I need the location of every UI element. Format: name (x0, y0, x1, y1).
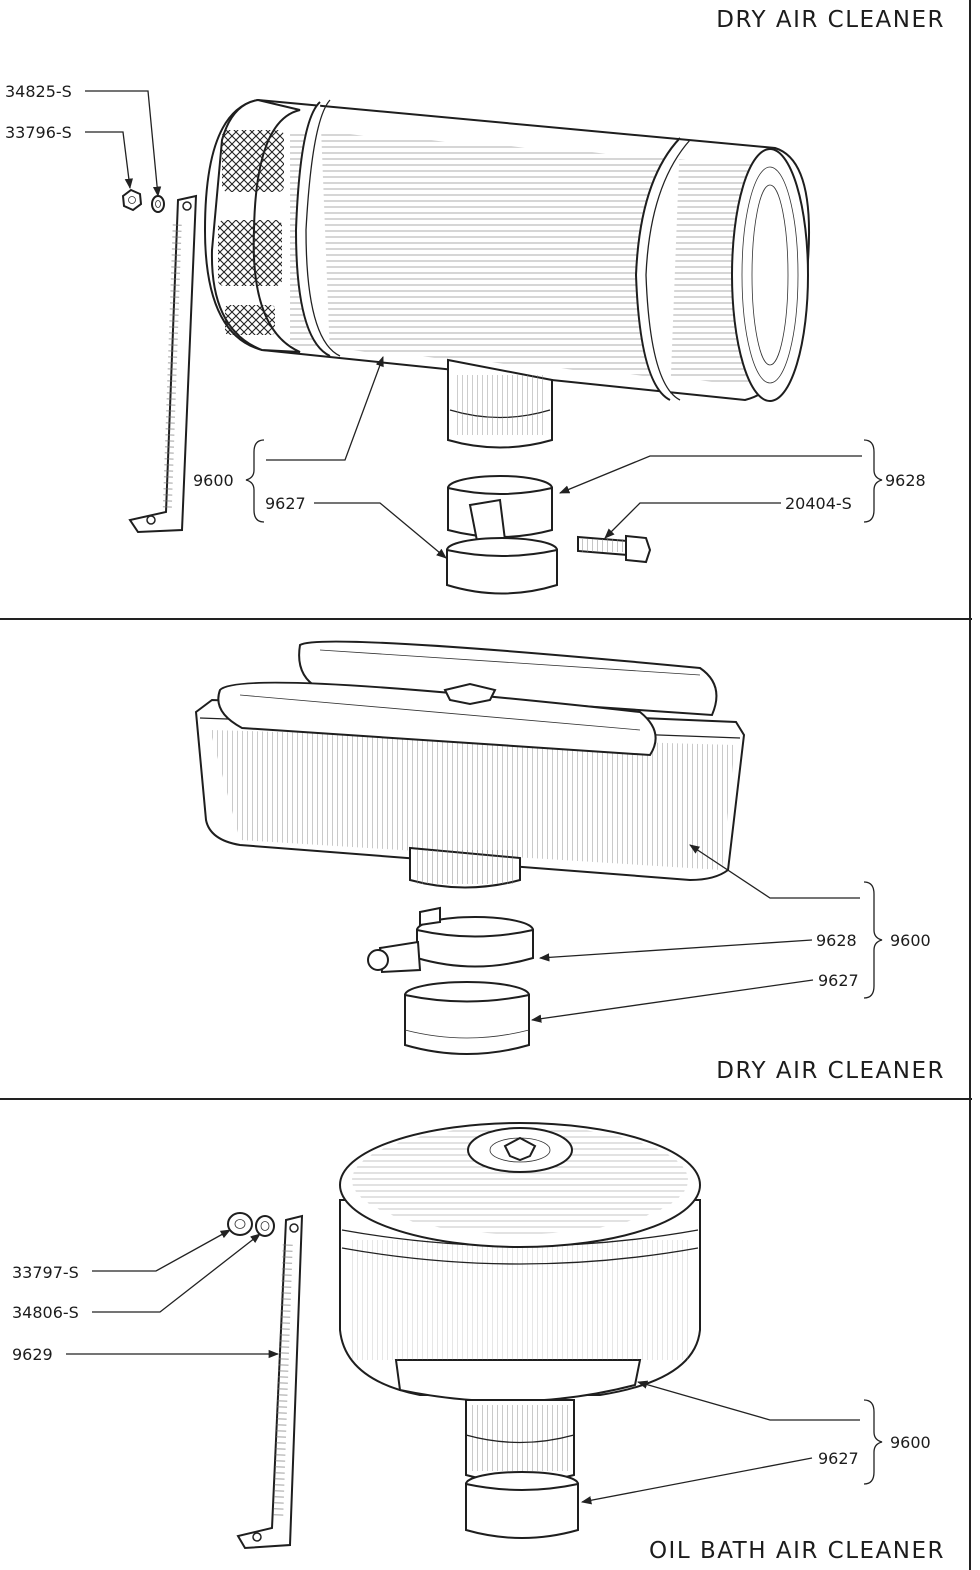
hose-part (446, 537, 558, 595)
nut-washer-part (227, 1212, 275, 1237)
hose-clamp-part (447, 475, 553, 548)
mounting-strap-part (128, 194, 198, 534)
hose-part (404, 981, 530, 1055)
cylindrical-cleaner-body-part (203, 98, 811, 449)
label-33796-s: 33796-S (5, 123, 72, 142)
panel-title: DRY AIR CLEANER (716, 1058, 945, 1084)
label-9628: 9628 (816, 931, 857, 950)
label-20404-s: 20404-S (785, 494, 852, 513)
label-9627: 9627 (818, 1449, 859, 1468)
label-9600: 9600 (890, 1433, 931, 1452)
oil-bath-cleaner-body-part (339, 1122, 701, 1484)
label-33797-s: 33797-S (12, 1263, 79, 1282)
bolt-part (577, 534, 652, 564)
label-9628: 9628 (885, 471, 926, 490)
label-9629: 9629 (12, 1345, 53, 1364)
label-9600: 9600 (193, 471, 234, 490)
label-34825-s: 34825-S (5, 82, 72, 101)
hose-part (465, 1471, 579, 1539)
label-9627: 9627 (818, 971, 859, 990)
panel-title: OIL BATH AIR CLEANER (649, 1538, 945, 1564)
panel-dry-air-cleaner-2: DRY AIR CLEANER (194, 640, 945, 1084)
panel-oil-bath-air-cleaner: OIL BATH AIR CLEANER (12, 1122, 945, 1564)
rectangular-cleaner-body-part (194, 640, 746, 889)
hose-clamp-part (367, 906, 534, 974)
nut-washer-part (121, 188, 165, 213)
mounting-strap-part (236, 1214, 304, 1550)
label-9600: 9600 (890, 931, 931, 950)
panel-dry-air-cleaner-1: DRY AIR CLEANER (5, 7, 945, 595)
label-9627: 9627 (265, 494, 306, 513)
panel-title: DRY AIR CLEANER (716, 7, 945, 33)
label-34806-s: 34806-S (12, 1303, 79, 1322)
